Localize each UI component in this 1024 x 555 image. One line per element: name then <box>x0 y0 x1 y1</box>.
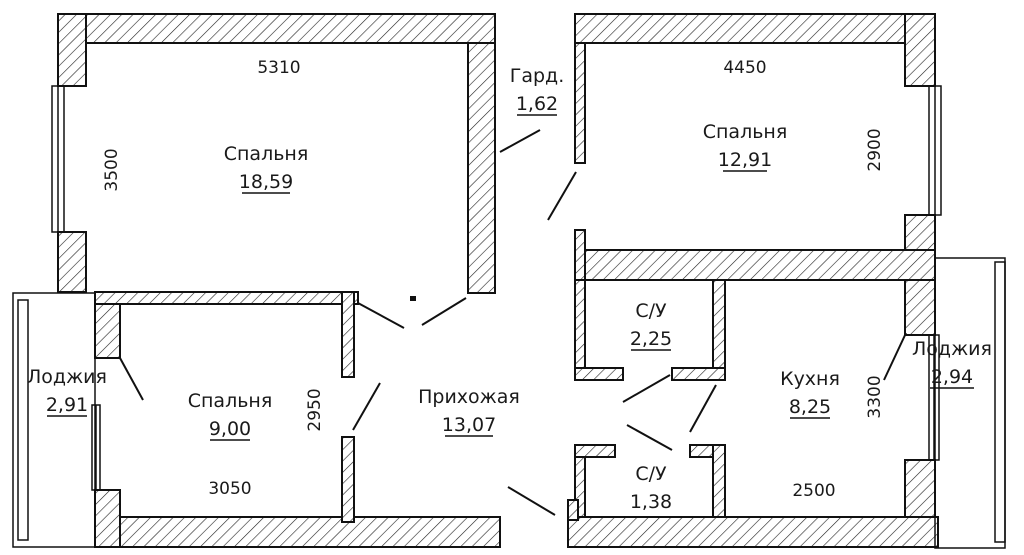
room-name-bathroom-2: С/У <box>635 463 667 485</box>
room-area-kitchen: 8,25 <box>789 396 831 418</box>
room-name-kitchen: Кухня <box>780 368 840 390</box>
room-area-loggia-right: 2,94 <box>931 366 973 388</box>
room-name-bedroom-1: Спальня <box>224 143 309 165</box>
walls <box>57 13 939 548</box>
room-area-bedroom-1: 18,59 <box>239 171 293 193</box>
room-area-wardrobe: 1,62 <box>516 93 558 115</box>
room-labels: Спальня 18,59 Гард. 1,62 Спальня 12,91 С… <box>27 65 992 513</box>
loggias <box>12 257 1006 549</box>
dimension-kitchen-depth: 3300 <box>865 375 885 418</box>
room-area-loggia-left: 2,91 <box>46 394 88 416</box>
windows <box>51 85 942 491</box>
room-name-wardrobe: Гард. <box>510 65 564 87</box>
room-area-hallway: 13,07 <box>442 414 496 436</box>
room-name-bedroom-2: Спальня <box>703 121 788 143</box>
room-name-loggia-left: Лоджия <box>27 366 107 388</box>
room-name-bathroom-1: С/У <box>635 300 667 322</box>
dimension-bedroom-1-depth: 3500 <box>102 148 122 191</box>
room-area-bathroom-1: 2,25 <box>630 328 672 350</box>
room-area-bedroom-3: 9,00 <box>209 418 251 440</box>
dimension-bedroom-3-depth: 2950 <box>305 388 325 431</box>
doors <box>119 129 907 516</box>
dimension-bedroom-3-width: 3050 <box>208 479 251 499</box>
dimension-bedroom-1-width: 5310 <box>257 58 300 78</box>
dimension-bedroom-2-width: 4450 <box>723 58 766 78</box>
room-name-loggia-right: Лоджия <box>912 338 992 360</box>
dimension-kitchen-width: 2500 <box>792 481 835 501</box>
dimension-labels: 5310 3500 4450 2900 2950 3050 3300 2500 <box>102 58 885 501</box>
room-area-bedroom-2: 12,91 <box>718 149 772 171</box>
room-area-bathroom-2: 1,38 <box>630 491 672 513</box>
dimension-bedroom-2-depth: 2900 <box>865 128 885 171</box>
room-name-bedroom-3: Спальня <box>188 390 273 412</box>
room-name-hallway: Прихожая <box>418 386 520 408</box>
